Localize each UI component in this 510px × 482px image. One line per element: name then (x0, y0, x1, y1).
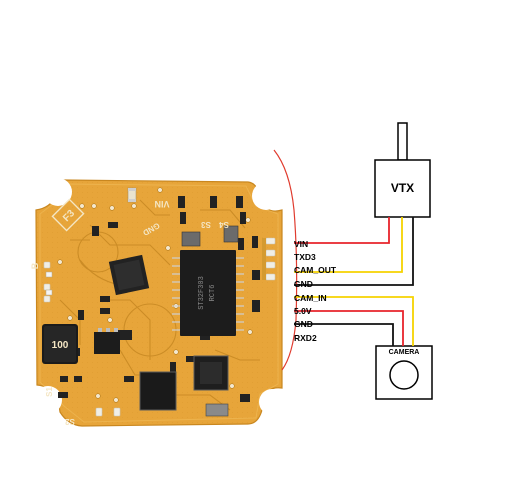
wire-vin (294, 217, 390, 244)
pin-label-gnd-cam: GND (294, 319, 313, 329)
vtx-label: VTX (390, 181, 415, 195)
pin-header-pads (262, 237, 276, 281)
regulator-chip (94, 328, 120, 354)
inductor-marking: 100 (52, 340, 69, 351)
passive-components (48, 187, 260, 417)
osd-chip (139, 371, 177, 411)
wires (294, 217, 414, 346)
pin-label-vin: VIN (294, 239, 309, 249)
camera-module (375, 345, 433, 400)
wire-cam-in (294, 296, 414, 346)
camera-lens (389, 360, 419, 390)
pin-label-txd3: TXD3 (294, 252, 316, 262)
wire-cam-out (294, 217, 403, 273)
vtx-module (374, 122, 431, 218)
wire-gnd-cam (294, 323, 394, 346)
vtx-antenna (397, 122, 408, 161)
mcu-marking-2: RCT6 (209, 285, 217, 302)
edge-pads (43, 261, 121, 417)
pcb-solder-mask-edge (39, 183, 279, 423)
mount-hole (44, 178, 72, 206)
pin-label-cam-out: CAM_OUT (294, 265, 337, 275)
baro-chip (193, 355, 229, 391)
pin-label-5v: 5.0V (294, 306, 312, 316)
wire-5v (294, 310, 404, 346)
flight-controller-board: ST32F303 RCT6 100 (30, 149, 298, 427)
vtx-box (374, 159, 431, 218)
silk-b: B (30, 262, 40, 269)
pin-label-gnd-vtx: GND (294, 279, 313, 289)
silk-s1: S1 (45, 387, 54, 397)
mcu-chip: ST32F303 RCT6 (172, 250, 244, 336)
silk-s3: S3 (201, 220, 211, 229)
board-lead-wire (273, 149, 298, 371)
imu-chip (108, 254, 150, 296)
pin-label-cam-in: CAM_IN (294, 293, 327, 303)
wire-gnd-vtx (294, 217, 414, 286)
silk-vin: VIN (154, 199, 169, 209)
silk-s4: S4 (219, 220, 229, 229)
silk-s2: S2 (65, 417, 75, 426)
pin-label-rxd2: RXD2 (294, 333, 317, 343)
mcu-marking-1: ST32F303 (198, 276, 206, 310)
status-leds (45, 271, 53, 296)
mount-hole (34, 386, 62, 414)
camera-label: CAMERA (388, 349, 420, 356)
mount-hole (252, 182, 280, 210)
mount-hole (259, 389, 285, 415)
inductor: 100 (42, 324, 78, 364)
